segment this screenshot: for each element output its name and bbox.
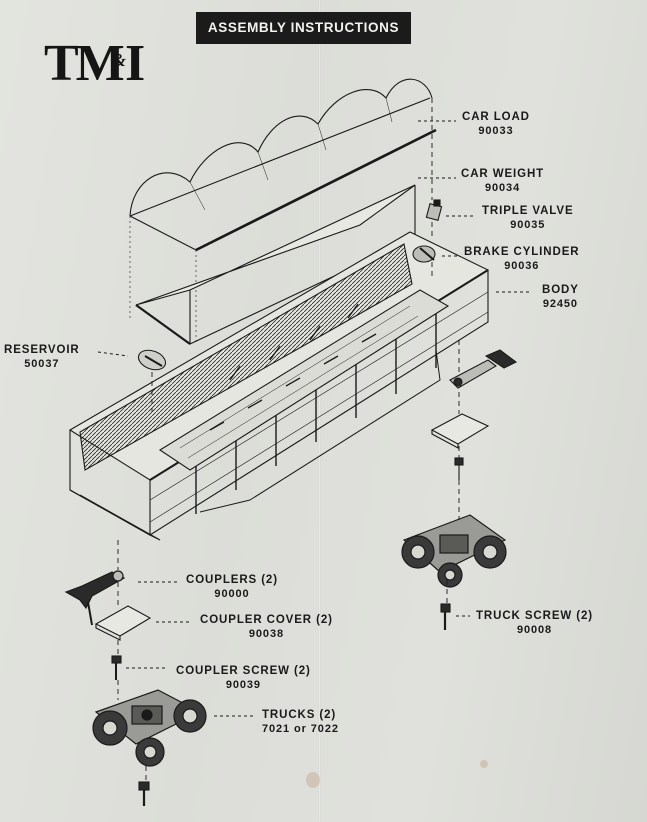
paper-fold bbox=[318, 0, 321, 822]
leader-lines bbox=[97, 120, 532, 717]
coupler-left-part bbox=[64, 570, 126, 626]
truck-screw-right bbox=[440, 603, 451, 630]
label-trucks: TRUCKS (2) 7021 or 7022 bbox=[262, 708, 339, 736]
car-weight-part bbox=[135, 184, 416, 345]
label-brake-cylinder: BRAKE CYLINDER 90036 bbox=[464, 245, 579, 273]
truck-left-part bbox=[92, 689, 207, 767]
triple-valve-name: TRIPLE VALVE bbox=[482, 205, 574, 217]
label-reservoir: RESERVOIR 50037 bbox=[4, 343, 80, 371]
label-body: BODY 92450 bbox=[542, 283, 579, 311]
truck-right-part bbox=[401, 514, 507, 588]
brake-cylinder-name: BRAKE CYLINDER bbox=[464, 246, 580, 258]
brake-cylinder-number: 90036 bbox=[504, 260, 540, 272]
body-part bbox=[68, 231, 490, 541]
reservoir-name: RESERVOIR bbox=[4, 344, 80, 356]
trucks-name: TRUCKS (2) bbox=[262, 709, 337, 721]
body-name: BODY bbox=[542, 284, 579, 296]
page-title: ASSEMBLY INSTRUCTIONS bbox=[207, 20, 400, 35]
car-load-name: CAR LOAD bbox=[462, 111, 530, 123]
coupler-screw-left bbox=[111, 655, 122, 680]
coupler-screw-number: 90039 bbox=[225, 679, 261, 691]
trucks-number: 7021 or 7022 bbox=[262, 723, 339, 735]
coupler-cover-number: 90038 bbox=[248, 628, 284, 640]
body-end-screw bbox=[454, 457, 464, 480]
truck-screw-left bbox=[138, 781, 150, 806]
car-weight-number: 90034 bbox=[485, 182, 521, 194]
title-banner: ASSEMBLY INSTRUCTIONS bbox=[196, 12, 411, 44]
triple-valve-part bbox=[425, 199, 443, 221]
logo-amp: & bbox=[112, 50, 127, 70]
paper-stain bbox=[480, 760, 488, 768]
brand-logo: TM&I TM & I bbox=[44, 34, 154, 94]
label-triple-valve: TRIPLE VALVE 90035 bbox=[482, 204, 574, 232]
truck-screw-number: 90008 bbox=[516, 624, 553, 636]
label-car-load: CAR LOAD 90033 bbox=[462, 110, 530, 138]
label-car-weight: CAR WEIGHT 90034 bbox=[461, 167, 544, 195]
alignment-guides bbox=[117, 98, 460, 782]
coupler-cover-left bbox=[94, 605, 152, 641]
car-load-part bbox=[129, 78, 437, 345]
couplers-name: COUPLERS (2) bbox=[186, 574, 278, 586]
body-end-cover bbox=[430, 413, 490, 449]
body-end-coupler bbox=[449, 349, 518, 389]
label-couplers: COUPLERS (2) 90000 bbox=[186, 573, 278, 601]
body-number: 92450 bbox=[542, 298, 578, 310]
paper-stain bbox=[306, 772, 320, 788]
truck-screw-name: TRUCK SCREW (2) bbox=[476, 610, 593, 622]
reservoir-number: 50037 bbox=[24, 358, 60, 370]
logo-tm: TM bbox=[44, 35, 125, 92]
car-weight-name: CAR WEIGHT bbox=[461, 168, 545, 180]
couplers-number: 90000 bbox=[214, 588, 250, 600]
logo-i: I bbox=[125, 35, 146, 92]
brake-cylinder-part bbox=[412, 245, 436, 263]
reservoir-part bbox=[137, 349, 167, 371]
label-coupler-cover: COUPLER COVER (2) 90038 bbox=[200, 613, 333, 641]
coupler-screw-name: COUPLER SCREW (2) bbox=[176, 665, 311, 677]
label-coupler-screw: COUPLER SCREW (2) 90039 bbox=[176, 664, 311, 692]
coupler-cover-name: COUPLER COVER (2) bbox=[200, 614, 333, 626]
label-truck-screw: TRUCK SCREW (2) 90008 bbox=[476, 609, 593, 637]
triple-valve-number: 90035 bbox=[510, 219, 546, 231]
car-load-number: 90033 bbox=[478, 125, 514, 137]
